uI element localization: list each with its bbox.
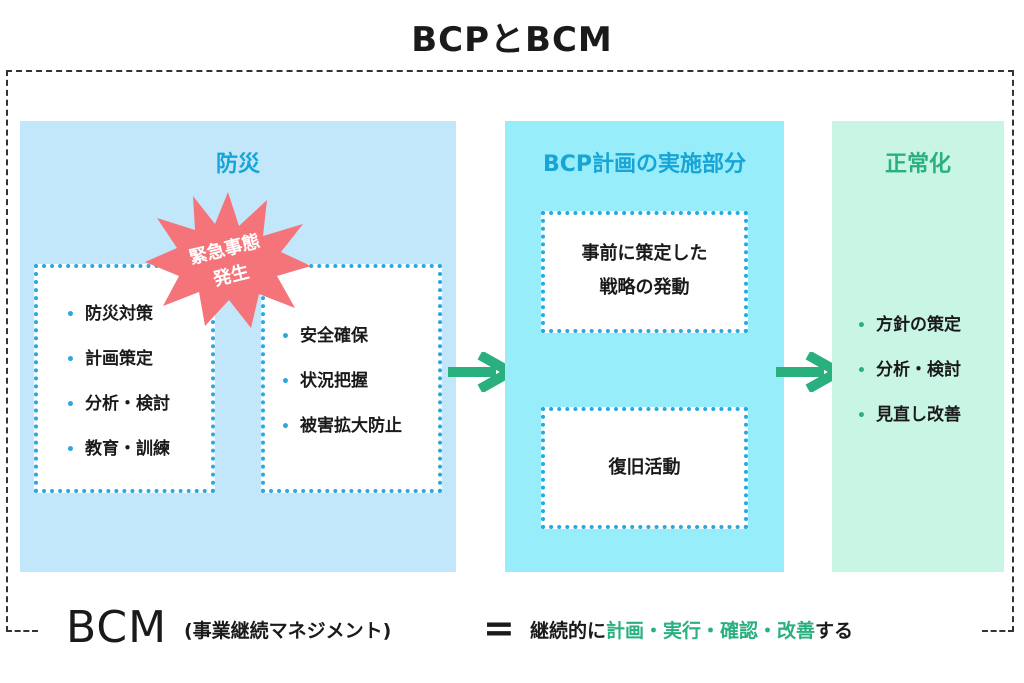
normalization-title: 正常化 <box>884 152 951 177</box>
strategy-activation-label: 事前に策定した 戦略の発動 <box>581 243 708 298</box>
strategy-activation-box: 事前に策定した 戦略の発動 <box>541 211 748 333</box>
dashed-line <box>982 630 1014 632</box>
bcm-footer: BCM (事業継続マネジメント) = 継続的に計画・実行・確認・改善する <box>0 600 1024 660</box>
recovery-label: 復旧活動 <box>608 457 681 478</box>
normalization-panel: 正常化 方針の策定 分析・検討 見直し改善 <box>832 121 1004 572</box>
emergency-response-list: 安全確保 状況把握 被害拡大防止 <box>281 314 402 449</box>
normalization-list: 方針の策定 分析・検討 見直し改善 <box>857 303 961 438</box>
list-item: 方針の策定 <box>857 303 961 348</box>
list-item: 防災対策 <box>66 292 170 337</box>
pdca-highlight: 計画・実行・確認・改善 <box>606 620 816 642</box>
emergency-burst-icon <box>145 192 311 328</box>
prevention-measures-list: 防災対策 計画策定 分析・検討 教育・訓練 <box>66 292 170 472</box>
list-item: 教育・訓練 <box>66 427 170 472</box>
list-item: 見直し改善 <box>857 393 961 438</box>
bcp-title: BCP計画の実施部分 <box>542 152 747 177</box>
prevention-title: 防災 <box>215 152 260 177</box>
bcm-dashed-frame <box>6 70 1014 632</box>
prevention-panel: 防災 防災対策 計画策定 分析・検討 教育・訓練 安全確保 状況把握 被害拡大防… <box>20 121 456 572</box>
list-item: 安全確保 <box>281 314 402 359</box>
list-item: 計画策定 <box>66 337 170 382</box>
recovery-box: 復旧活動 <box>541 407 748 529</box>
list-item: 状況把握 <box>281 359 402 404</box>
bcm-subtitle: (事業継続マネジメント) <box>184 620 392 642</box>
bcm-label: BCM <box>66 602 168 653</box>
bcp-panel: BCP計画の実施部分 事前に策定した 戦略の発動 復旧活動 <box>505 121 784 572</box>
list-item: 分析・検討 <box>857 348 961 393</box>
equals-sign: = <box>483 606 515 650</box>
dashed-line <box>6 630 38 632</box>
diagram-title: BCPとBCM <box>411 20 613 60</box>
bcm-definition: 継続的に計画・実行・確認・改善する <box>530 620 854 642</box>
list-item: 被害拡大防止 <box>281 404 402 449</box>
list-item: 分析・検討 <box>66 382 170 427</box>
prevention-measures-box: 防災対策 計画策定 分析・検討 教育・訓練 <box>34 264 215 493</box>
